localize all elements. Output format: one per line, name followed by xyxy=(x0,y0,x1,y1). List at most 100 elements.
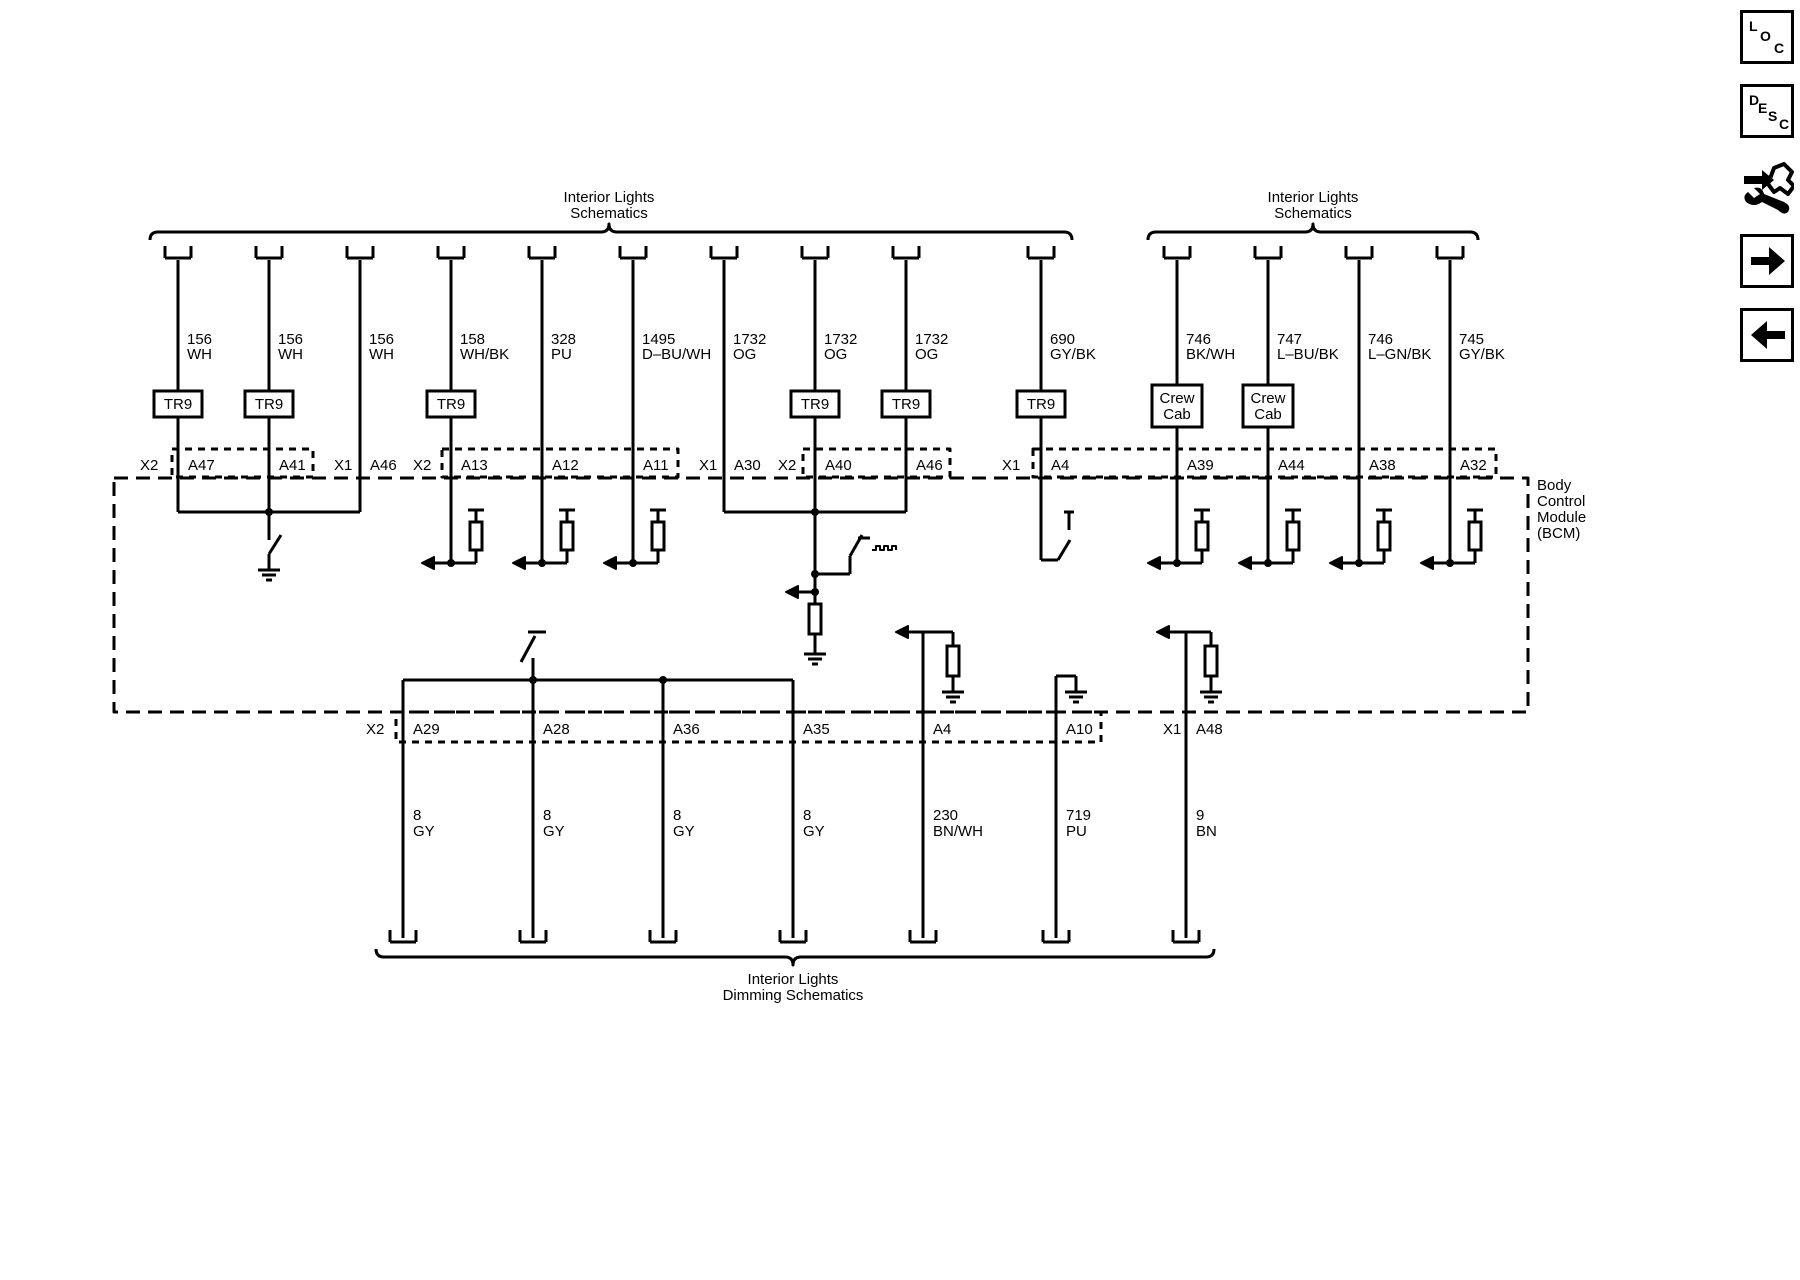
pin-number: A38 xyxy=(1369,457,1396,474)
resistor xyxy=(1467,520,1483,552)
signal-arrow xyxy=(603,556,617,570)
location-button[interactable]: L O C xyxy=(1740,10,1794,64)
resistor xyxy=(945,644,961,678)
connector-outline xyxy=(801,447,952,479)
resistor xyxy=(1285,520,1301,552)
pin-number: A46 xyxy=(370,457,397,474)
connector-outline xyxy=(394,710,1103,744)
wire-color: BK/WH xyxy=(1186,346,1235,363)
pin-number: A47 xyxy=(188,457,215,474)
circuit-number: 9 xyxy=(1196,807,1204,824)
connector-socket xyxy=(1253,246,1283,260)
circuit-number: 8 xyxy=(413,807,421,824)
connector-id: X2 xyxy=(366,721,384,738)
harness-bracket-right xyxy=(1146,222,1480,241)
wire-color: L–GN/BK xyxy=(1368,346,1431,363)
junction-dot xyxy=(265,508,273,516)
inline-option-box xyxy=(880,389,932,419)
pin-number: A30 xyxy=(734,457,761,474)
resistor xyxy=(807,602,823,636)
wire-color: GY/BK xyxy=(1459,346,1505,363)
connector-socket xyxy=(388,930,418,944)
signal-arrow xyxy=(1147,556,1161,570)
harness-group-title: Interior Lights xyxy=(1268,189,1359,206)
wire-color: L–BU/BK xyxy=(1277,346,1339,363)
connector-socket xyxy=(778,930,808,944)
junction-dot xyxy=(659,676,667,684)
wire-color: PU xyxy=(1066,823,1087,840)
connector-socket xyxy=(1041,930,1071,944)
connector-id: X2 xyxy=(413,457,431,474)
circuit-number: 1732 xyxy=(733,331,766,348)
circuit-number: 719 xyxy=(1066,807,1091,824)
connector-id: X2 xyxy=(778,457,796,474)
circuit-number: 156 xyxy=(369,331,394,348)
inline-option-label: Cab xyxy=(1254,406,1282,423)
inline-option-box xyxy=(1015,389,1067,419)
signal-arrow xyxy=(1238,556,1252,570)
wire-color: WH xyxy=(187,346,212,363)
module-label: Module xyxy=(1537,509,1586,526)
signal-arrow xyxy=(1329,556,1343,570)
resistor xyxy=(1376,520,1392,552)
signal-arrow xyxy=(512,556,526,570)
wire-color: OG xyxy=(915,346,938,363)
pin-number: A35 xyxy=(803,721,830,738)
description-letter: S xyxy=(1768,108,1778,124)
pin-number: A4 xyxy=(1051,457,1069,474)
connector-wrench-button[interactable] xyxy=(1740,158,1794,214)
circuit-number: 1495 xyxy=(642,331,675,348)
connector-id: X1 xyxy=(1002,457,1020,474)
connector-id: X1 xyxy=(699,457,717,474)
harness-bracket-left xyxy=(148,222,1074,241)
pin-number: A40 xyxy=(825,457,852,474)
wire-color: D–BU/WH xyxy=(642,346,711,363)
inline-option-box xyxy=(1241,383,1295,429)
connector-outline xyxy=(1031,447,1498,479)
connector-socket xyxy=(908,930,938,944)
pin-number: A48 xyxy=(1196,721,1223,738)
inline-option-box xyxy=(243,389,295,419)
inline-option-box xyxy=(1150,383,1204,429)
wire-color: WH xyxy=(278,346,303,363)
connector-socket xyxy=(1162,246,1192,260)
connector-socket xyxy=(1435,246,1465,260)
pin-number: A11 xyxy=(643,457,669,474)
circuit-number: 156 xyxy=(278,331,303,348)
harness-group-title: Dimming Schematics xyxy=(723,987,864,1004)
circuit-number: 8 xyxy=(673,807,681,824)
switch-contact xyxy=(267,534,283,555)
pin-number: A46 xyxy=(916,457,943,474)
inline-option-label: Cab xyxy=(1163,406,1191,423)
module-label: Control xyxy=(1537,493,1585,510)
pin-number: A10 xyxy=(1066,721,1093,738)
connector-socket xyxy=(436,246,466,260)
circuit-number: 690 xyxy=(1050,331,1075,348)
circuit-number: 746 xyxy=(1368,331,1393,348)
connector-wrench-icon xyxy=(1744,162,1794,214)
previous-button[interactable] xyxy=(1740,308,1794,362)
circuit-number: 1732 xyxy=(915,331,948,348)
signal-arrow xyxy=(1156,625,1170,639)
wire-color: BN xyxy=(1196,823,1217,840)
harness-group-title: Schematics xyxy=(1274,205,1352,222)
resistor xyxy=(650,520,666,552)
description-letter: D xyxy=(1749,92,1760,108)
description-button[interactable]: D E S C xyxy=(1740,84,1794,138)
resistor xyxy=(1194,520,1210,552)
connector-socket xyxy=(800,246,830,260)
wire-color: OG xyxy=(824,346,847,363)
next-button[interactable] xyxy=(1740,234,1794,288)
arrow-left-icon xyxy=(1751,321,1785,349)
resistor xyxy=(468,520,484,552)
wire-color: WH xyxy=(369,346,394,363)
pin-number: A28 xyxy=(543,721,570,738)
pin-number: A39 xyxy=(1187,457,1214,474)
connector-socket xyxy=(345,246,375,260)
pwm-symbol xyxy=(872,545,897,551)
connector-socket xyxy=(1171,930,1201,944)
wire-color: GY xyxy=(543,823,565,840)
inline-option-label: TR9 xyxy=(255,396,283,413)
resistor xyxy=(559,520,575,552)
circuit-number: 745 xyxy=(1459,331,1484,348)
